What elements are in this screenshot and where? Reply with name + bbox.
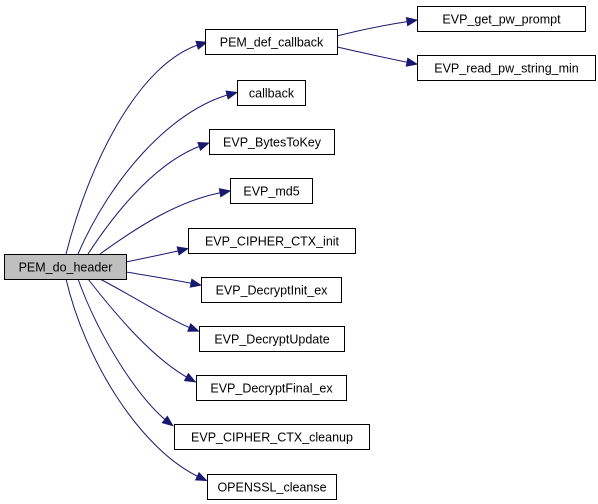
arrowhead-root-to-dec_init	[189, 278, 203, 288]
node-box-ctx-init	[188, 228, 356, 254]
arrowhead-def_cb-to-read_pw	[405, 57, 419, 67]
node-label-callback: callback	[249, 87, 295, 101]
arrowhead-root-to-ctx_cleanup	[161, 415, 174, 427]
edge-root-to-ctx_init	[125, 249, 183, 263]
node-dec-update[interactable]: EVP_DecryptUpdate	[199, 326, 345, 352]
node-label-def-cb: PEM_def_callback	[220, 36, 324, 50]
edge-root-to-dec_update	[99, 278, 194, 330]
node-dec-final[interactable]: EVP_DecryptFinal_ex	[196, 375, 347, 401]
node-box-md5	[230, 178, 313, 204]
node-label-dec-init: EVP_DecryptInit_ex	[216, 284, 329, 298]
node-ctx-cleanup[interactable]: EVP_CIPHER_CTX_cleanup	[174, 424, 370, 450]
node-root[interactable]: PEM_do_header	[4, 254, 127, 280]
node-box-get-pw	[417, 6, 586, 32]
arrowhead-root-to-cleanse	[194, 471, 208, 482]
node-cleanse[interactable]: OPENSSL_cleanse	[207, 474, 337, 500]
node-label-ctx-init: EVP_CIPHER_CTX_init	[205, 235, 340, 249]
node-ctx-init[interactable]: EVP_CIPHER_CTX_init	[188, 228, 356, 254]
node-dec-init[interactable]: EVP_DecryptInit_ex	[201, 277, 342, 303]
node-label-dec-final: EVP_DecryptFinal_ex	[210, 382, 333, 396]
node-box-dec-final	[196, 375, 347, 401]
node-callback[interactable]: callback	[237, 80, 306, 106]
node-get-pw[interactable]: EVP_get_pw_prompt	[417, 6, 586, 32]
nodes-layer: PEM_do_header PEM_def_callback EVP_get_pw_…	[4, 6, 596, 500]
node-read-pw[interactable]: EVP_read_pw_string_min	[417, 55, 596, 81]
node-box-bytes	[209, 129, 335, 155]
node-label-root: PEM_do_header	[19, 261, 113, 275]
edge-root-to-md5	[99, 191, 225, 255]
node-label-cleanse: OPENSSL_cleanse	[217, 481, 326, 495]
node-box-root	[4, 254, 127, 280]
node-label-get-pw: EVP_get_pw_prompt	[442, 13, 561, 27]
node-box-ctx-cleanup	[174, 424, 370, 450]
arrowhead-def_cb-to-get_pw	[405, 17, 419, 27]
arrowhead-root-to-bytes	[197, 142, 210, 151]
node-def-cb[interactable]: PEM_def_callback	[205, 29, 338, 55]
arrowhead-root-to-ctx_init	[176, 246, 190, 256]
arrowhead-root-to-def_cb	[195, 40, 209, 50]
arrowhead-root-to-callback	[225, 90, 239, 100]
edge-root-to-callback	[77, 93, 232, 255]
edge-root-to-dec_init	[125, 271, 196, 285]
edge-root-to-ctx_cleanup	[77, 278, 169, 423]
node-box-callback	[237, 80, 306, 106]
node-box-def-cb	[205, 29, 338, 55]
edges-layer	[65, 17, 419, 482]
node-md5[interactable]: EVP_md5	[230, 178, 313, 204]
node-label-bytes: EVP_BytesToKey	[223, 136, 322, 150]
edge-root-to-cleanse	[65, 278, 202, 479]
edge-root-to-dec_final	[87, 278, 191, 380]
arrowhead-root-to-md5	[218, 188, 232, 198]
edge-root-to-def_cb	[65, 43, 202, 255]
node-box-cleanse	[207, 474, 337, 500]
edge-root-to-bytes	[87, 144, 204, 255]
node-box-dec-update	[199, 326, 345, 352]
node-bytes[interactable]: EVP_BytesToKey	[209, 129, 335, 155]
node-box-dec-init	[201, 277, 342, 303]
edge-def_cb-to-get_pw	[336, 20, 412, 37]
arrowhead-root-to-dec_final	[183, 372, 197, 383]
node-label-dec-update: EVP_DecryptUpdate	[214, 333, 329, 347]
node-label-read-pw: EVP_read_pw_string_min	[434, 62, 579, 76]
arrowhead-root-to-dec_update	[187, 322, 200, 332]
node-label-md5: EVP_md5	[243, 185, 299, 199]
node-box-read-pw	[417, 55, 596, 81]
node-label-ctx-cleanup: EVP_CIPHER_CTX_cleanup	[191, 431, 353, 445]
edge-def_cb-to-read_pw	[336, 46, 412, 64]
